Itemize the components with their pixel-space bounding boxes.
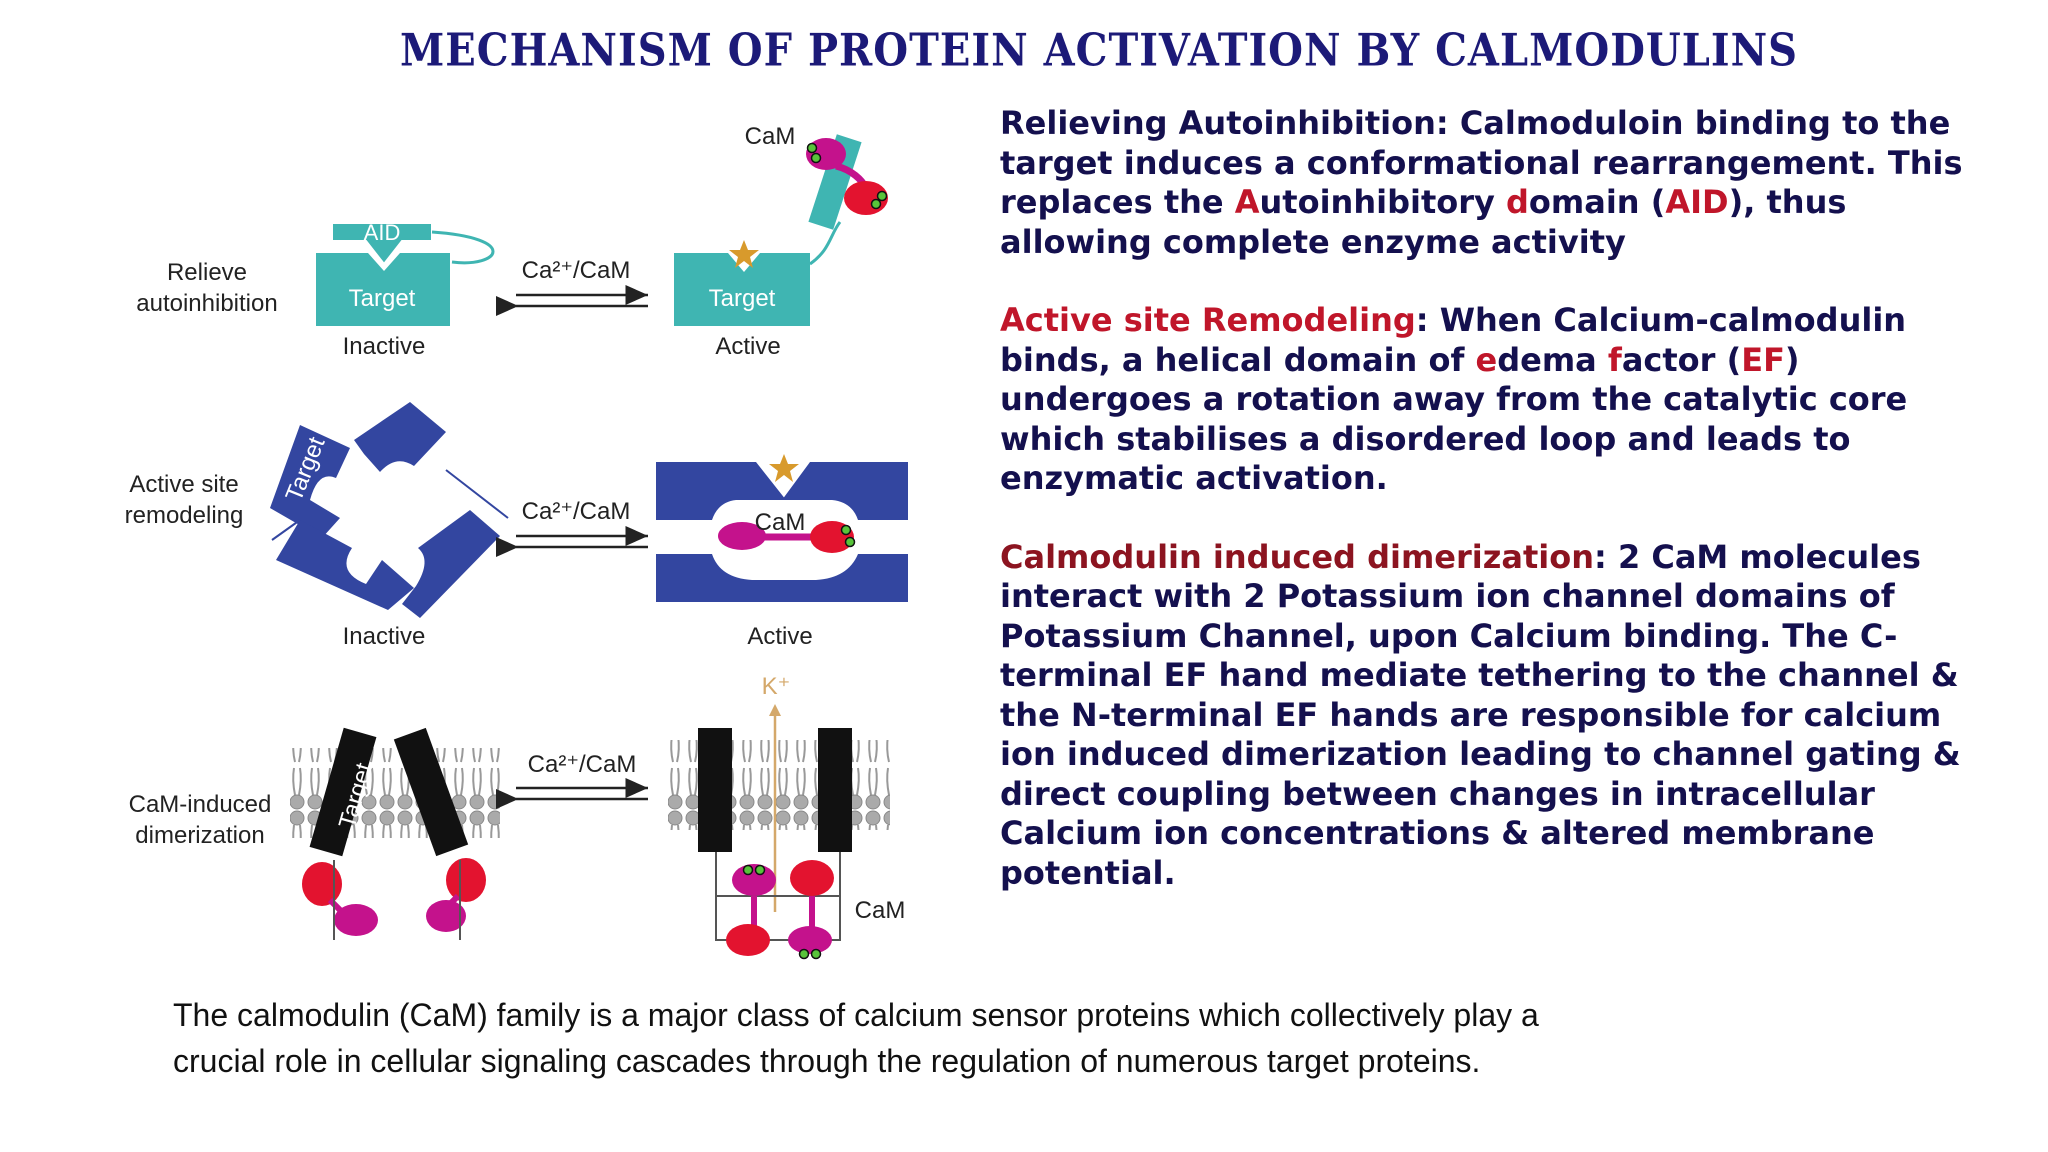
cam-n-lobe xyxy=(334,904,378,936)
k-ion-arrowhead xyxy=(769,704,781,716)
panel2-active-label: Active xyxy=(747,623,812,650)
cam-linker xyxy=(447,893,461,907)
target-active-bottom-right xyxy=(782,554,908,602)
aid-label: AID xyxy=(364,220,401,245)
panel2-linker xyxy=(271,469,509,541)
ca-ion xyxy=(844,536,856,548)
panel2-inactive-label: Inactive xyxy=(343,623,426,650)
ca-ion xyxy=(876,190,888,202)
ca-ion xyxy=(810,948,822,960)
target-active-label: Target xyxy=(709,285,776,312)
cam-n-lobe xyxy=(732,864,776,896)
aid-domain xyxy=(331,222,433,266)
k-ion-label: K⁺ xyxy=(762,673,791,700)
target-inactive-label: Target xyxy=(349,285,416,312)
cam-c-lobe xyxy=(790,860,834,896)
panel2-label-line1: Active site xyxy=(129,471,238,498)
cam-c-lobe xyxy=(302,862,342,906)
panel1-inactive-label: Inactive xyxy=(343,333,426,360)
star-icon xyxy=(769,454,799,482)
ca-ion xyxy=(870,198,882,210)
cam-linker xyxy=(327,897,345,915)
channel-domain-open-left xyxy=(698,728,732,852)
target-active-top-right xyxy=(782,462,908,520)
panel1-arrow-label: Ca²⁺/CaM xyxy=(522,257,631,284)
slide-title: MECHANISM OF PROTEIN ACTIVATION BY CALMO… xyxy=(400,24,1799,77)
channel-domain-right xyxy=(393,727,469,857)
panel3-label-line2: dimerization xyxy=(135,822,264,849)
ca-ion xyxy=(742,864,754,876)
panel1-cam-label: CaM xyxy=(745,123,796,150)
cam-n-lobe xyxy=(788,926,832,954)
cam-tether xyxy=(715,852,841,941)
caption-line-1: The calmodulin (CaM) family is a major c… xyxy=(173,997,1539,1033)
cam-c-lobe xyxy=(446,858,486,902)
paragraph-cam-dimerization: Calmodulin induced dimerization: 2 CaM m… xyxy=(1000,537,1961,892)
panel1-label-line1: Relieve xyxy=(167,259,247,286)
panel2-arrow-label: Ca²⁺/CaM xyxy=(522,498,631,525)
mechanism-description: Relieving Autoinhibition: Calmoduloin bi… xyxy=(1000,104,2000,932)
paragraph-relieving-autoinhibition: Relieving Autoinhibition: Calmoduloin bi… xyxy=(1000,104,1963,261)
target-fragment-bottom-left xyxy=(276,520,414,610)
target-fragment-top xyxy=(354,402,446,472)
channel-domain-open-right xyxy=(818,728,852,852)
panel-cam-induced-dimerization: CaM-induced dimerization Target Ca²⁺/CaM… xyxy=(129,673,906,960)
ca-ion xyxy=(840,524,852,536)
panel1-active-label: Active xyxy=(715,333,780,360)
cam-n-lobe xyxy=(426,900,466,932)
target-fragment-left xyxy=(270,425,350,538)
ca-ion xyxy=(754,864,766,876)
slide-caption: The calmodulin (CaM) family is a major c… xyxy=(173,992,1733,1084)
ca-ion xyxy=(798,948,810,960)
paragraph-active-site-remodeling: Active site Remodeling: When Calcium-cal… xyxy=(1000,301,1908,497)
channel-domain-target xyxy=(309,727,377,857)
panel-active-site-remodeling: Active site remodeling Target Inactive C… xyxy=(125,402,908,650)
panel3-label-line1: CaM-induced xyxy=(129,791,272,818)
target-active-top-left xyxy=(656,462,786,520)
panel3-arrow-label: Ca²⁺/CaM xyxy=(528,751,637,778)
caption-line-2: crucial role in cellular signaling casca… xyxy=(173,1043,1481,1079)
target-inactive-shape xyxy=(316,253,450,326)
aid-linker xyxy=(431,230,495,265)
calmodulin-mechanism-diagram: Relieve autoinhibition AID Target Inacti… xyxy=(125,123,908,960)
target-fragment-bottom-right xyxy=(402,510,500,618)
cam-c-lobe xyxy=(726,924,770,956)
panel1-label-line2: autoinhibition xyxy=(136,290,277,317)
panel2-cam-label: CaM xyxy=(755,509,806,536)
cam-n-lobe xyxy=(718,522,766,550)
panel-relieve-autoinhibition: Relieve autoinhibition AID Target Inacti… xyxy=(136,123,888,360)
panel3-cam-label: CaM xyxy=(855,897,906,924)
star-icon xyxy=(729,240,759,268)
target-active-bottom-left xyxy=(656,554,786,602)
aid-tether-linker xyxy=(809,221,842,266)
ca-ion xyxy=(806,142,818,154)
ca-ion xyxy=(810,152,822,164)
target-active-shape xyxy=(674,253,810,326)
aid-released xyxy=(808,134,862,230)
panel2-label-line2: remodeling xyxy=(125,502,244,529)
